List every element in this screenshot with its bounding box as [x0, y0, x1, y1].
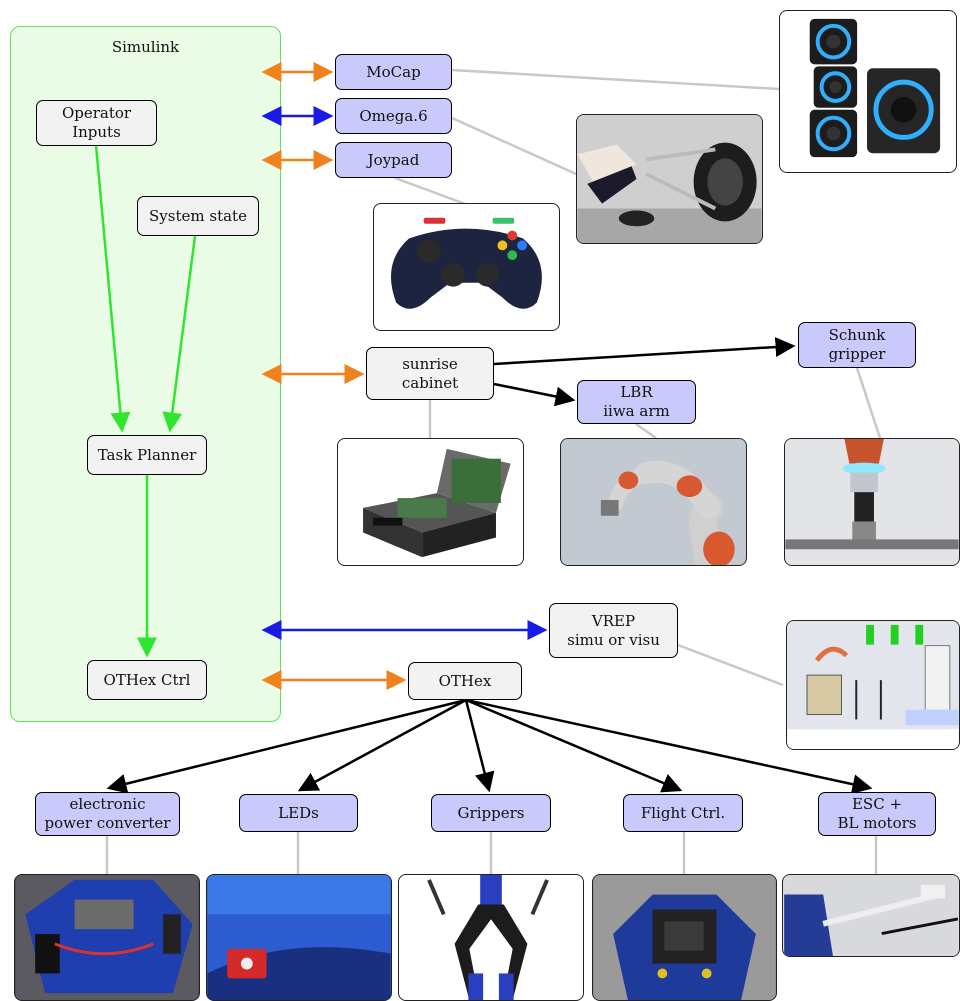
simulink-title: Simulink: [111, 38, 180, 56]
othex-node[interactable]: OTHex: [408, 662, 522, 700]
photo-connectors: [105, 68, 882, 874]
esc-motors-photo: [782, 874, 960, 957]
task-planner-node[interactable]: Task Planner: [87, 435, 207, 475]
mocap-cameras-photo: [779, 10, 957, 173]
omega6-haptic-device-photo: [576, 114, 763, 244]
sunrise-cabinet-photo: [337, 438, 524, 566]
joypad-node[interactable]: Joypad: [335, 142, 452, 178]
power-converter-node[interactable]: electronic power converter: [35, 792, 180, 836]
mocap-node[interactable]: MoCap: [335, 54, 452, 90]
green-arrows: [94, 144, 197, 658]
lbr-iiwa-arm-node[interactable]: LBR iiwa arm: [577, 380, 696, 424]
operator-inputs-node[interactable]: Operator Inputs: [36, 100, 157, 146]
orange-arrows: [261, 62, 407, 690]
leds-node[interactable]: LEDs: [239, 794, 358, 832]
schunk-gripper-photo: [784, 438, 960, 566]
schunk-gripper-node[interactable]: Schunk gripper: [798, 322, 916, 368]
sunrise-cabinet-node[interactable]: sunrise cabinet: [366, 347, 494, 400]
system-state-node[interactable]: System state: [137, 196, 259, 236]
grippers-node[interactable]: Grippers: [431, 794, 551, 832]
grippers-photo: [398, 874, 584, 1001]
vrep-node[interactable]: VREP simu or visu: [549, 603, 678, 658]
omega6-node[interactable]: Omega.6: [335, 98, 452, 134]
blue-arrows: [261, 106, 548, 640]
joypad-photo: [373, 203, 560, 331]
black-arrows: [106, 337, 873, 795]
flight-ctrl-photo: [592, 874, 777, 1001]
flight-ctrl-node[interactable]: Flight Ctrl.: [623, 794, 743, 832]
power-converter-photo: [14, 874, 200, 1001]
vrep-simulation-photo: [786, 620, 960, 750]
leds-photo: [206, 874, 392, 1001]
othex-ctrl-node[interactable]: OTHex Ctrl: [87, 660, 207, 700]
lbr-iiwa-arm-photo: [560, 438, 747, 566]
esc-motors-node[interactable]: ESC + BL motors: [818, 792, 936, 836]
